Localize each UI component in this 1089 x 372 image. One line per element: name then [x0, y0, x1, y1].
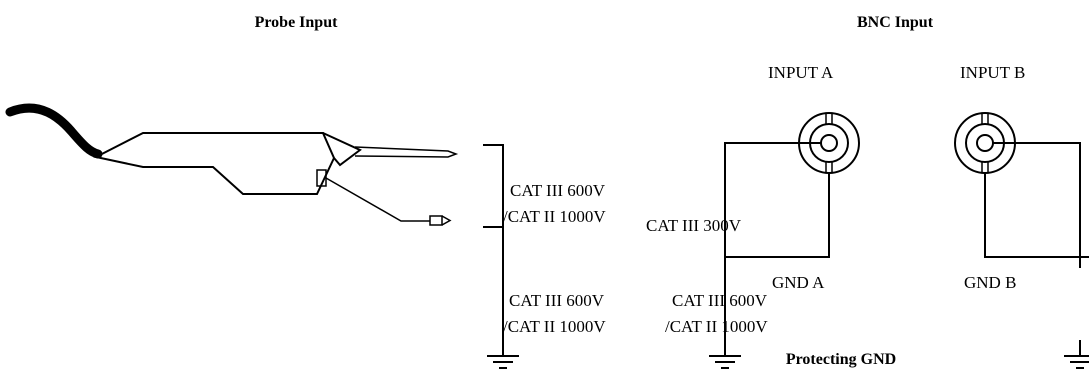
- gnd-b-label: GND B: [964, 273, 1016, 292]
- bnc-input-title: BNC Input: [857, 14, 934, 31]
- bnc-signal-rating: CAT III 300V: [646, 216, 742, 235]
- probe-lower-rating-line2: /CAT II 1000V: [503, 317, 606, 336]
- probe-lower-rating-line1: CAT III 600V: [509, 291, 605, 310]
- input-b-label: INPUT B: [960, 63, 1025, 82]
- input-a-label: INPUT A: [768, 63, 834, 82]
- protecting-gnd-label: Protecting GND: [786, 351, 896, 368]
- input-b-wiring: [984, 142, 1089, 369]
- gnd-a-label: GND A: [772, 273, 825, 292]
- probe-icon: [5, 103, 459, 226]
- bnc-ground-rating-line2: /CAT II 1000V: [665, 317, 768, 336]
- probe-input-title: Probe Input: [255, 14, 339, 31]
- input-a-wiring: [709, 142, 830, 369]
- bnc-ground-rating-line1: CAT III 600V: [672, 291, 768, 310]
- probe-upper-rating-line1: CAT III 600V: [510, 181, 606, 200]
- probe-rating-wiring: [483, 144, 519, 369]
- probe-upper-rating-line2: /CAT II 1000V: [503, 207, 606, 226]
